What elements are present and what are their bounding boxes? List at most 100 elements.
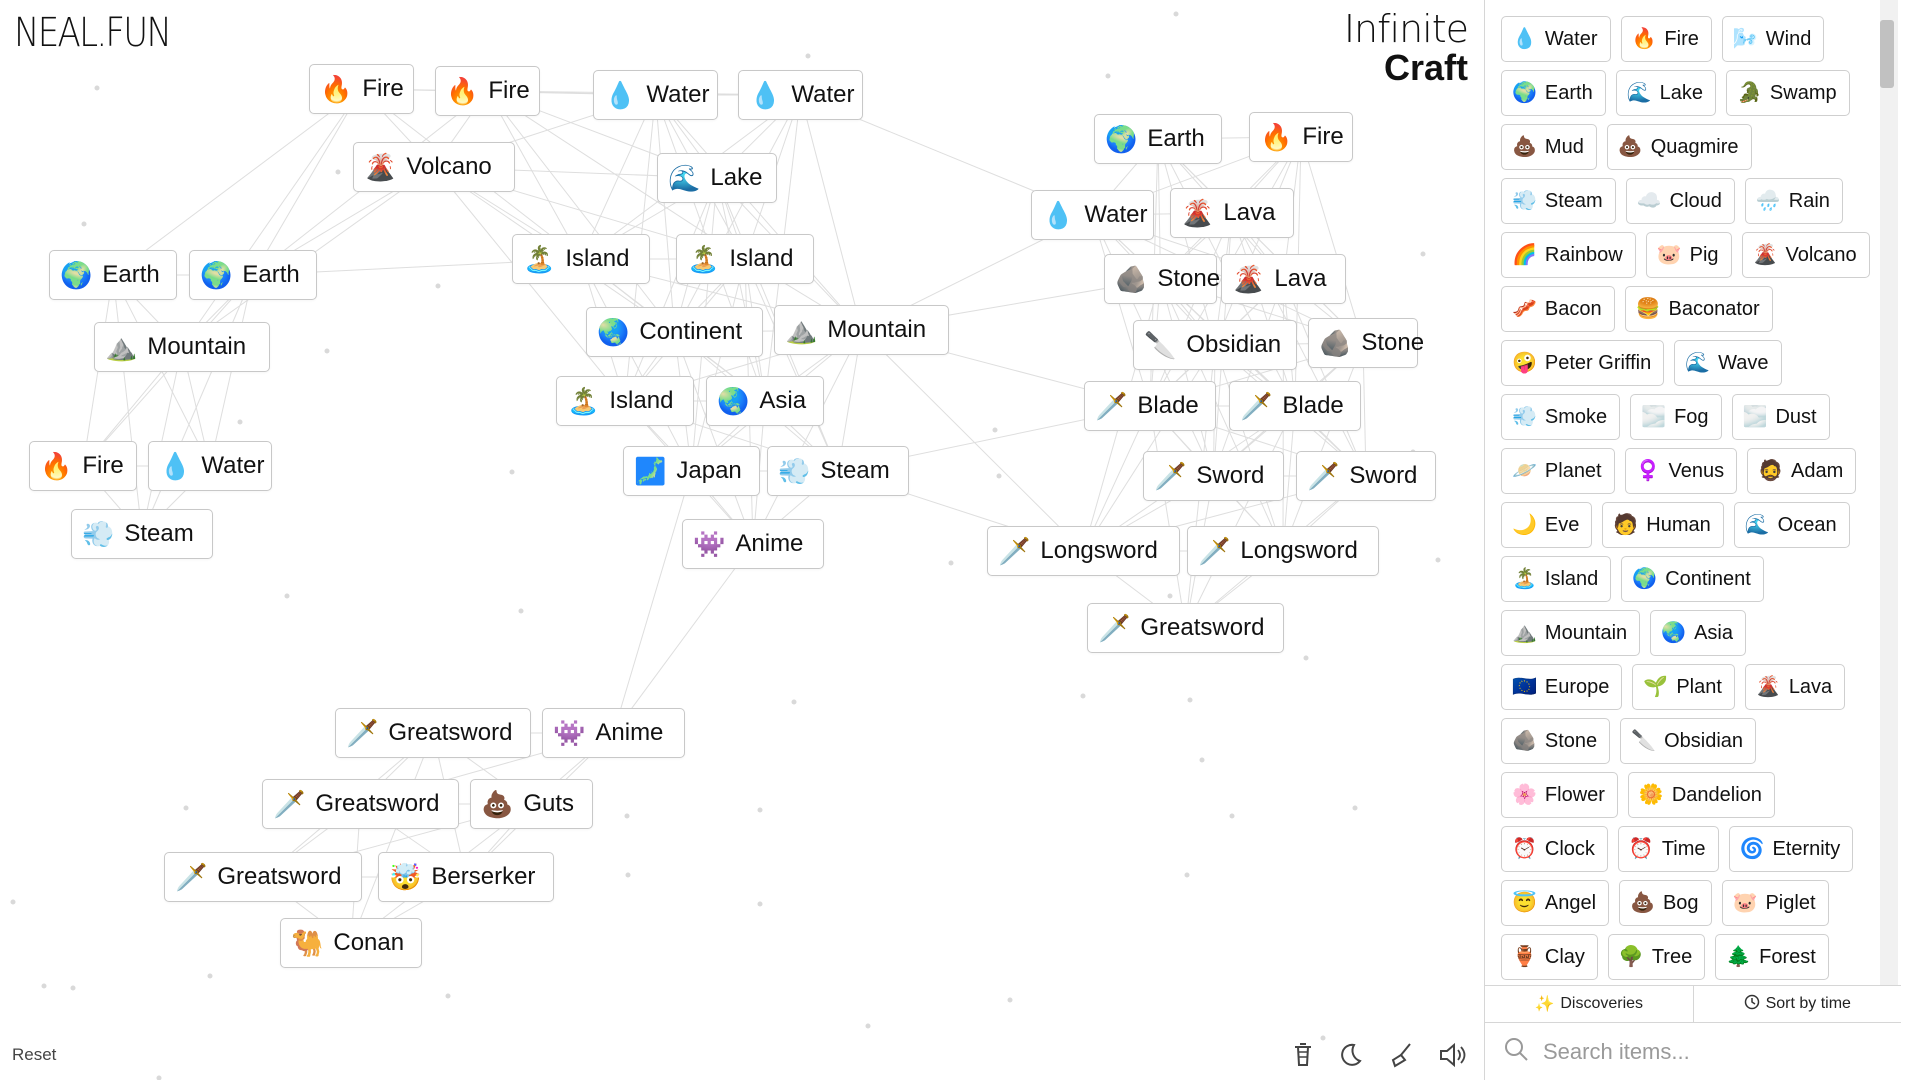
canvas-node-water[interactable]: 💧Water [1031,190,1154,240]
sidebar-item-swamp[interactable]: 🐊Swamp [1726,70,1850,116]
canvas-node-fire[interactable]: 🔥Fire [29,441,137,491]
canvas-node-fire[interactable]: 🔥Fire [309,64,414,114]
canvas-node-conan[interactable]: 🐫Conan [280,918,422,968]
sidebar-item-bog[interactable]: 💩Bog [1619,880,1712,926]
sidebar-item-ocean[interactable]: 🌊Ocean [1733,502,1850,548]
canvas-node-water[interactable]: 💧Water [593,70,718,120]
moon-icon[interactable] [1335,1040,1365,1070]
sidebar-item-stone[interactable]: 🪨Stone [1501,718,1611,764]
sidebar-item-island[interactable]: 🏝️Island [1501,556,1612,602]
sidebar-item-human[interactable]: 🧑Human [1602,502,1724,548]
speaker-icon[interactable] [1438,1040,1468,1070]
scrollbar[interactable] [1880,0,1898,985]
canvas-node-earth[interactable]: 🌍Earth [1094,114,1222,164]
scrollbar-thumb[interactable] [1880,20,1894,88]
canvas-node-japan[interactable]: 🗾Japan [623,446,760,496]
sidebar-item-flower[interactable]: 🌸Flower [1501,772,1618,818]
canvas-node-greatsword[interactable]: 🗡️Greatsword [335,708,531,758]
canvas-node-guts[interactable]: 💩Guts [470,779,593,829]
sidebar-item-clock[interactable]: ⏰Clock [1501,826,1608,872]
sidebar-item-quagmire[interactable]: 💩Quagmire [1606,124,1752,170]
sidebar-item-dust[interactable]: 🌫️Dust [1731,394,1830,440]
sidebar-item-volcano[interactable]: 🌋Volcano [1741,232,1870,278]
sidebar-item-earth[interactable]: 🌍Earth [1501,70,1606,116]
canvas-node-island[interactable]: 🏝️Island [676,234,814,284]
sidebar-item-forest[interactable]: 🌲Forest [1715,934,1829,980]
canvas-node-continent[interactable]: 🌏Continent [586,307,763,357]
sidebar-item-eve[interactable]: 🌙Eve [1501,502,1593,548]
sidebar-item-baconator[interactable]: 🍔Baconator [1624,286,1773,332]
sidebar-item-wind[interactable]: 🌬️Wind [1721,16,1825,62]
reset-button[interactable]: Reset [12,1045,57,1064]
canvas-node-earth[interactable]: 🌍Earth [189,250,317,300]
sidebar-item-cloud[interactable]: ☁️Cloud [1625,178,1735,224]
canvas-node-anime[interactable]: 👾Anime [682,519,824,569]
sidebar-item-rain[interactable]: 🌧️Rain [1744,178,1843,224]
canvas-node-longsword[interactable]: 🗡️Longsword [1187,526,1379,576]
canvas-node-water[interactable]: 💧Water [148,441,272,491]
sidebar-item-bacon[interactable]: 🥓Bacon [1501,286,1615,332]
sidebar-item-eternity[interactable]: 🌀Eternity [1728,826,1854,872]
sidebar-item-lava[interactable]: 🌋Lava [1744,664,1846,710]
sidebar-item-time[interactable]: ⏰Time [1617,826,1719,872]
canvas-node-steam[interactable]: 💨Steam [767,446,909,496]
sidebar-item-piglet[interactable]: 🐷Piglet [1721,880,1829,926]
sidebar-item-steam[interactable]: 💨Steam [1501,178,1616,224]
canvas-node-island[interactable]: 🏝️Island [512,234,650,284]
canvas-node-water[interactable]: 💧Water [738,70,863,120]
canvas-node-sword[interactable]: 🗡️Sword [1143,451,1284,501]
neal-fun-logo[interactable]: NEAL.FUN [14,10,172,56]
sidebar-item-plant[interactable]: 🌱Plant [1632,664,1735,710]
trash-icon[interactable] [1288,1040,1318,1070]
sidebar-item-pig[interactable]: 🐷Pig [1645,232,1732,278]
canvas-node-longsword[interactable]: 🗡️Longsword [987,526,1180,576]
canvas-node-lava[interactable]: 🌋Lava [1221,254,1346,304]
canvas-node-berserker[interactable]: 🤯Berserker [378,852,554,902]
sidebar-item-adam[interactable]: 🧔Adam [1747,448,1857,494]
sidebar-item-clay[interactable]: 🏺Clay [1501,934,1598,980]
sidebar-item-mountain[interactable]: ⛰️Mountain [1501,610,1641,656]
sidebar-item-obsidian[interactable]: 🔪Obsidian [1620,718,1757,764]
canvas-node-greatsword[interactable]: 🗡️Greatsword [1087,603,1284,653]
sidebar-item-fog[interactable]: 🌫️Fog [1630,394,1722,440]
canvas-node-mountain[interactable]: ⛰️Mountain [774,305,949,355]
sidebar-item-tree[interactable]: 🌳Tree [1607,934,1706,980]
sidebar-item-venus[interactable]: ♀️Venus [1624,448,1738,494]
canvas-node-volcano[interactable]: 🌋Volcano [353,142,515,192]
sidebar-item-smoke[interactable]: 💨Smoke [1501,394,1621,440]
canvas-node-greatsword[interactable]: 🗡️Greatsword [164,852,362,902]
sidebar-item-rainbow[interactable]: 🌈Rainbow [1501,232,1636,278]
canvas-node-fire[interactable]: 🔥Fire [435,66,540,116]
sidebar-item-planet[interactable]: 🪐Planet [1501,448,1615,494]
sidebar-item-wave[interactable]: 🌊Wave [1674,340,1782,386]
canvas-node-steam[interactable]: 💨Steam [71,509,213,559]
canvas-node-anime[interactable]: 👾Anime [542,708,685,758]
sidebar-item-lake[interactable]: 🌊Lake [1615,70,1716,116]
canvas-node-asia[interactable]: 🌏Asia [706,376,824,426]
canvas-node-sword[interactable]: 🗡️Sword [1296,451,1436,501]
sidebar-item-europe[interactable]: 🇪🇺Europe [1501,664,1623,710]
canvas-node-lava[interactable]: 🌋Lava [1170,188,1294,238]
canvas-node-mountain[interactable]: ⛰️Mountain [94,322,270,372]
canvas-node-obsidian[interactable]: 🔪Obsidian [1133,320,1297,370]
sidebar-item-mud[interactable]: 💩Mud [1501,124,1597,170]
canvas-node-stone[interactable]: 🪨Stone [1308,318,1424,368]
sidebar-item-fire[interactable]: 🔥Fire [1620,16,1712,62]
sort-by-time-tab[interactable]: Sort by time [1692,986,1902,1022]
canvas-node-earth[interactable]: 🌍Earth [49,250,177,300]
canvas-node-stone[interactable]: 🪨Stone [1104,254,1220,304]
sidebar-item-angel[interactable]: 😇Angel [1501,880,1610,926]
canvas-node-lake[interactable]: 🌊Lake [657,153,777,203]
sidebar-item-asia[interactable]: 🌏Asia [1650,610,1746,656]
canvas-node-greatsword[interactable]: 🗡️Greatsword [262,779,459,829]
sidebar-item-water[interactable]: 💧Water [1501,16,1611,62]
sidebar-item-dandelion[interactable]: 🌼Dandelion [1627,772,1775,818]
canvas-node-island[interactable]: 🏝️Island [556,376,694,426]
sidebar-item-peter-griffin[interactable]: 🤪Peter Griffin [1501,340,1665,386]
canvas-node-fire[interactable]: 🔥Fire [1249,112,1353,162]
broom-icon[interactable] [1387,1040,1417,1070]
search-input[interactable] [1541,1037,1865,1066]
canvas-node-blade[interactable]: 🗡️Blade [1229,381,1361,431]
discoveries-tab[interactable]: ✨ Discoveries [1485,986,1693,1022]
sidebar-item-continent[interactable]: 🌍Continent [1621,556,1764,602]
